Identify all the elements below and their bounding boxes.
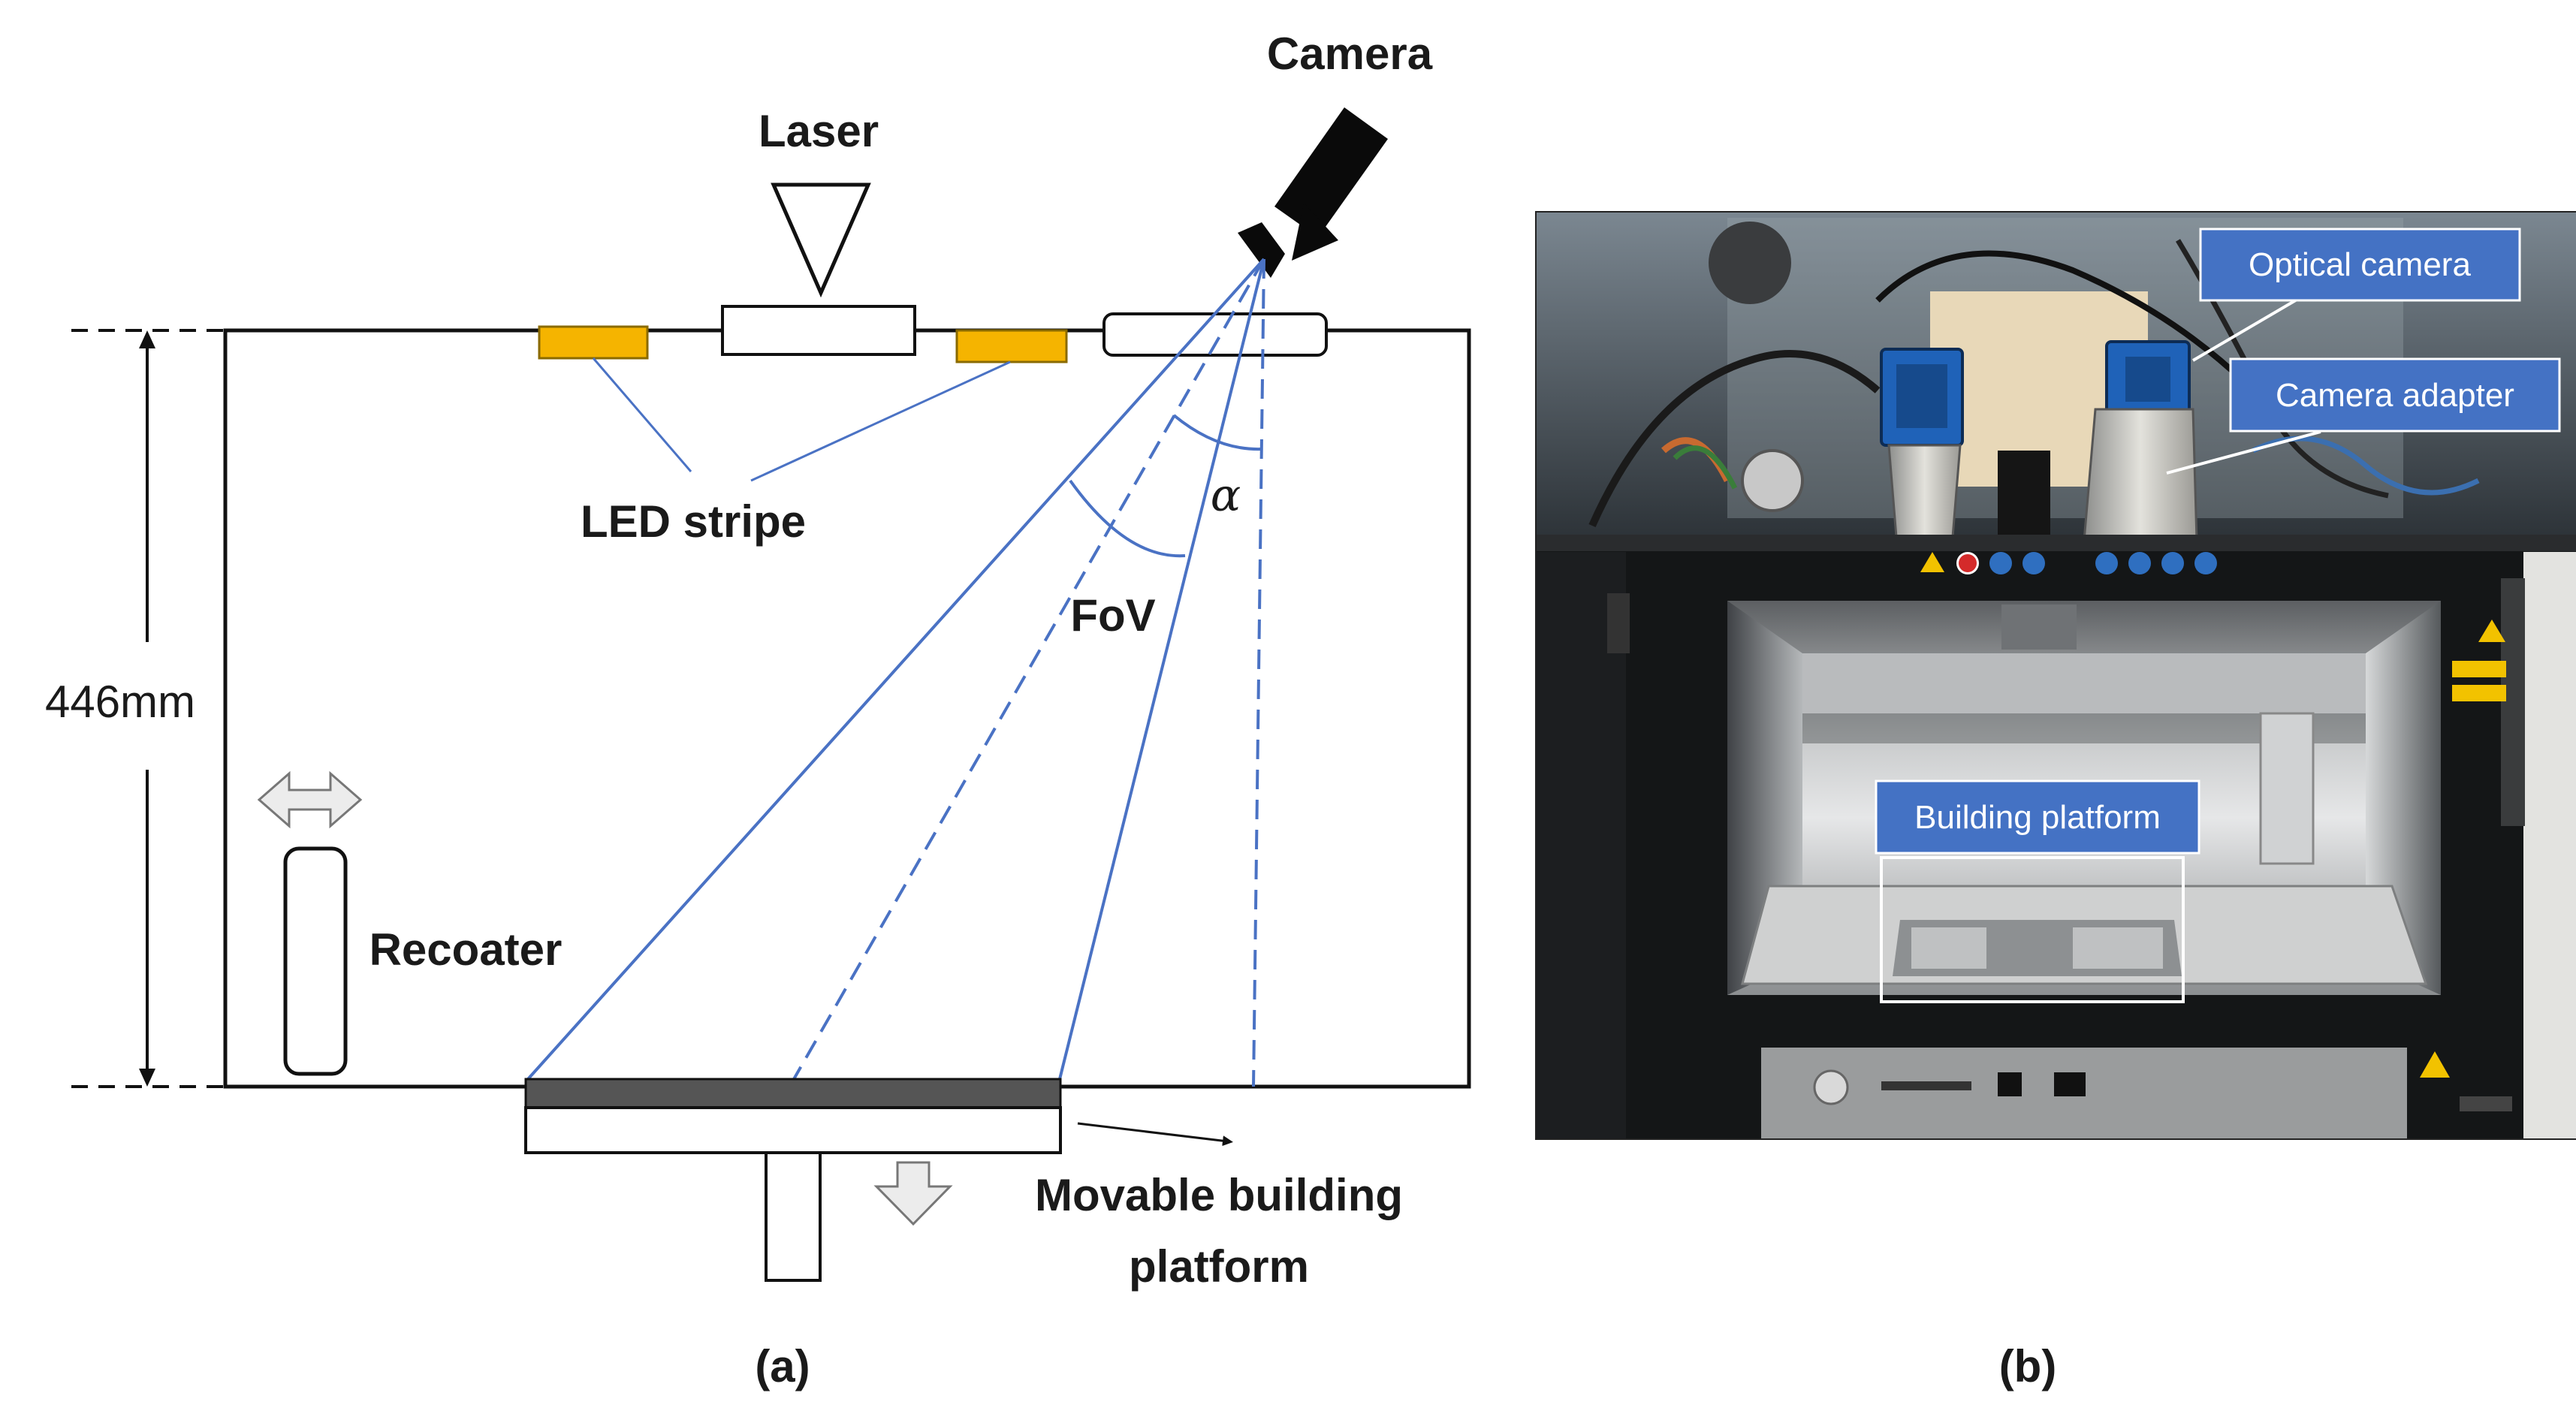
fov-line-right (1058, 258, 1265, 1080)
vertical-dashed-axis (1252, 258, 1265, 1087)
callout-optical-camera: Optical camera (2191, 228, 2521, 362)
platform-label-line2: platform (1129, 1241, 1309, 1292)
panel-a-caption: (a) (755, 1341, 810, 1391)
fov-center-dashed (792, 258, 1265, 1080)
height-label: 446mm (45, 677, 195, 727)
fov-angle-arc (1069, 479, 1186, 558)
platform-piston (765, 1151, 822, 1282)
photo-border (1535, 211, 2576, 1140)
alpha-angle-arc (1172, 414, 1262, 451)
recoater-label: Recoater (370, 924, 563, 975)
led-leader-right (750, 360, 1011, 482)
callout-optical-camera-label: Optical camera (2249, 246, 2471, 283)
recoater-blade (283, 846, 348, 1076)
platform-down-arrow (873, 1161, 953, 1226)
laser-icon (771, 182, 871, 298)
fov-label: FoV (1070, 590, 1155, 641)
safety-icon-strip (1920, 552, 2217, 574)
panel-a-schematic: 446mm LED stripe Laser Camera α FoV (45, 29, 1471, 1391)
led-stripe-label: LED stripe (581, 496, 806, 547)
alpha-label: α (1211, 469, 1241, 522)
callout-building-platform: Building platform (1875, 779, 2200, 1003)
camera-window (1102, 312, 1328, 357)
cable-bundle (1588, 350, 1881, 528)
laser-window (721, 305, 916, 356)
panel-b-photo: Optical camera Camera adapter Building p… (1535, 211, 2576, 1391)
fov-line-left (526, 258, 1265, 1081)
laser-label: Laser (759, 106, 879, 156)
callout-camera-adapter-label: Camera adapter (2276, 377, 2514, 414)
recoater-move-arrow (257, 770, 363, 829)
photo-left-adapter (1887, 444, 1962, 538)
callout-building-platform-label: Building platform (1914, 799, 2161, 836)
camera-icon (1238, 107, 1388, 278)
camera-label: Camera (1267, 29, 1433, 79)
lamp-fixture (1709, 222, 1791, 304)
platform-label-line1: Movable building (1035, 1170, 1403, 1220)
callout-camera-adapter: Camera adapter (2166, 357, 2561, 475)
led-stripe-right (955, 329, 1068, 363)
height-arrow-bottom-head (139, 1069, 155, 1087)
platform-leader (1077, 1122, 1233, 1147)
powder-bed (524, 1078, 1062, 1109)
panel-b-caption: (b) (1999, 1341, 2057, 1391)
height-arrow-top-head (139, 330, 155, 348)
building-platform-plate (524, 1106, 1062, 1154)
right-door-panel (2523, 552, 2576, 1139)
led-stripe-left (538, 325, 649, 360)
led-leader-left (592, 357, 692, 472)
photo-camera-adapter (2083, 408, 2198, 542)
